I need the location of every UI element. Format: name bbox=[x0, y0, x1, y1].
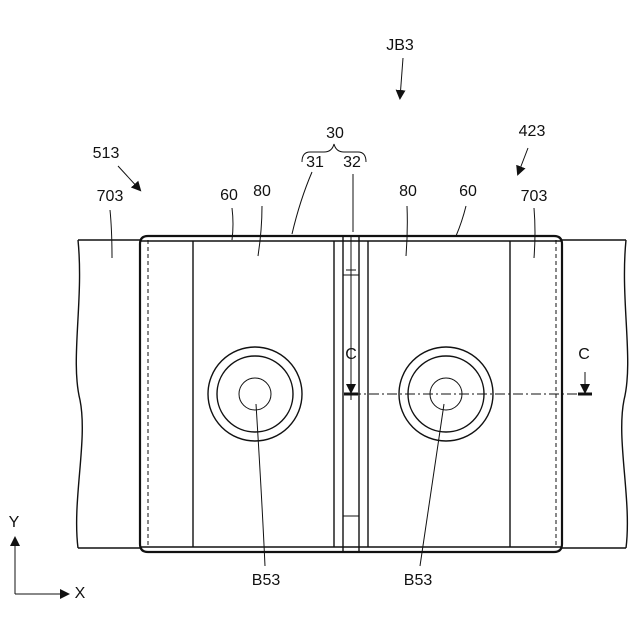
label-80-right: 80 bbox=[399, 183, 417, 200]
label-30: 30 bbox=[326, 125, 344, 142]
label-axis-y: Y bbox=[9, 514, 20, 531]
leader-423-arrow bbox=[518, 148, 528, 174]
label-80-left: 80 bbox=[253, 183, 271, 200]
label-703-left: 703 bbox=[97, 188, 124, 205]
left-pad-80 bbox=[193, 241, 334, 547]
label-b53-right: B53 bbox=[404, 572, 433, 589]
label-32: 32 bbox=[343, 154, 361, 171]
label-60-left: 60 bbox=[220, 187, 238, 204]
label-703-right: 703 bbox=[521, 188, 548, 205]
leader-513-arrow bbox=[118, 166, 140, 190]
leader-jb3-arrow bbox=[400, 58, 403, 98]
label-31: 31 bbox=[306, 154, 324, 171]
label-60-right: 60 bbox=[459, 183, 477, 200]
label-axis-x: X bbox=[75, 585, 86, 602]
label-423: 423 bbox=[519, 123, 546, 140]
section-line-c bbox=[344, 372, 592, 394]
axis-indicator bbox=[15, 538, 68, 594]
label-513: 513 bbox=[93, 145, 120, 162]
label-b53-left: B53 bbox=[252, 572, 281, 589]
label-section-c-right: C bbox=[578, 346, 590, 363]
label-jb3: JB3 bbox=[386, 37, 414, 54]
bolt-left-b53 bbox=[208, 347, 302, 441]
left-member-513 bbox=[76, 240, 140, 548]
leader-lines bbox=[110, 58, 535, 566]
label-section-c-left: C bbox=[345, 346, 357, 363]
